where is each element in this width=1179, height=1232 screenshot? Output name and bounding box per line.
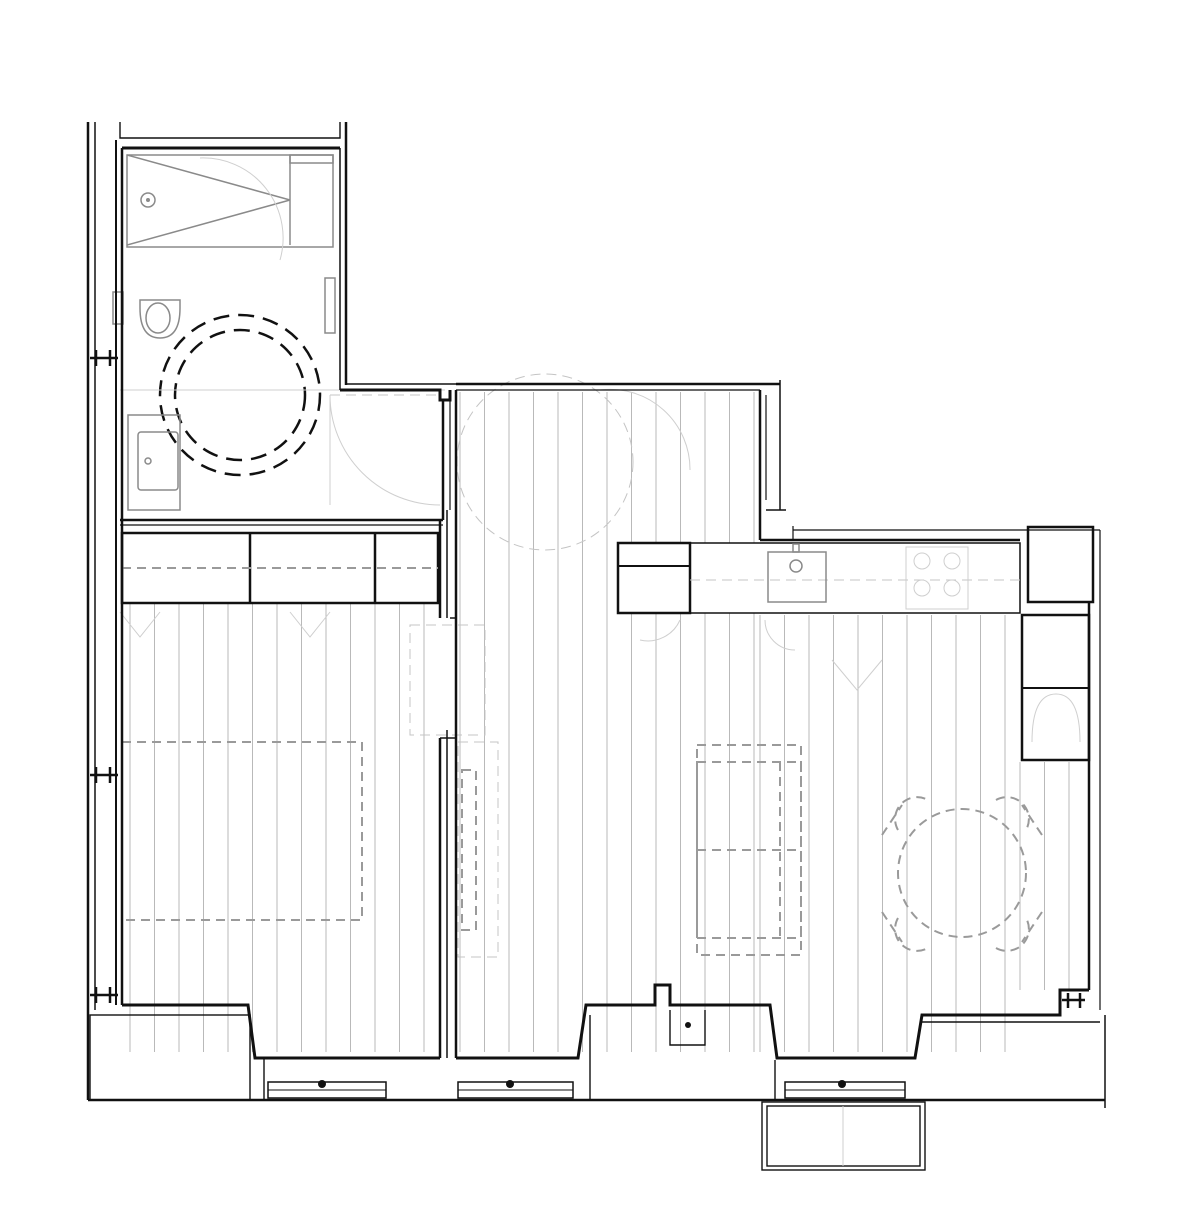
window-2 <box>457 1080 574 1099</box>
hall-console <box>457 741 499 958</box>
windows <box>267 1080 906 1099</box>
oven-column <box>1020 613 1091 762</box>
bed <box>119 611 486 921</box>
balcony <box>761 1101 926 1171</box>
chairs <box>881 796 1043 952</box>
window-1 <box>267 1080 387 1099</box>
walls <box>86 122 1106 1108</box>
washbasin <box>127 414 181 511</box>
turning-circle <box>158 313 322 477</box>
sofa <box>696 744 802 956</box>
floorboards <box>129 392 1070 1052</box>
sink <box>767 543 827 603</box>
bathroom <box>112 148 445 520</box>
door-swings <box>456 373 883 691</box>
fridge <box>1026 525 1095 604</box>
window-3 <box>784 1080 906 1099</box>
wardrobe <box>120 531 440 605</box>
wall-ties <box>90 350 1085 1008</box>
dining-table <box>897 808 1027 938</box>
cooktop <box>905 546 969 610</box>
shower <box>126 154 334 248</box>
kitchen-counter <box>616 541 1021 615</box>
